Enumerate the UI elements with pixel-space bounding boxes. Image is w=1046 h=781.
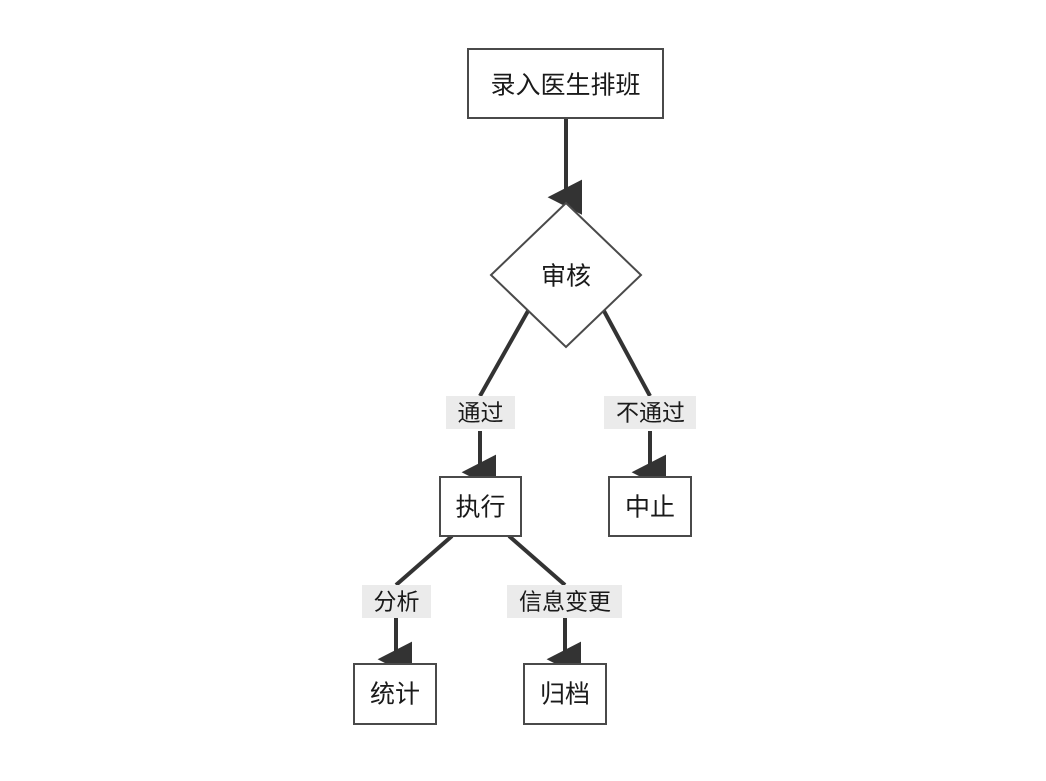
node-execute[interactable]: 执行: [439, 476, 522, 537]
node-box-statistics[interactable]: [353, 663, 437, 725]
edge-review-to-abort: 不通过: [602, 310, 696, 490]
edge-label-bg-info-change: [507, 585, 622, 618]
edge-line-review-abort-upper: [602, 310, 652, 397]
edge-line-execute-archive-upper: [507, 534, 567, 587]
node-diamond-review[interactable]: [489, 201, 643, 349]
node-box-abort[interactable]: [608, 476, 692, 537]
node-box-enter-doctor-schedule[interactable]: [467, 48, 664, 119]
node-label-review: 审核: [541, 262, 591, 291]
node-label-execute: 执行: [455, 493, 505, 522]
edge-execute-to-archive: 信息变更: [507, 534, 622, 677]
node-label-archive: 归档: [540, 680, 590, 709]
node-box-execute[interactable]: [439, 476, 522, 537]
node-label-abort: 中止: [625, 493, 675, 522]
edge-line-review-execute-upper: [478, 310, 530, 397]
edge-execute-to-statistics: 分析: [362, 534, 454, 677]
node-box-archive[interactable]: [523, 663, 607, 725]
node-statistics[interactable]: 统计: [353, 663, 437, 725]
edge-label-fail: 不通过: [616, 401, 685, 427]
node-archive[interactable]: 归档: [523, 663, 607, 725]
edge-label-bg-pass: [446, 396, 515, 429]
edge-label-bg-analysis: [362, 585, 431, 618]
node-label-statistics: 统计: [370, 680, 420, 709]
edge-label-info-change: 信息变更: [519, 590, 611, 616]
edge-review-to-execute: 通过: [446, 310, 530, 490]
node-abort[interactable]: 中止: [608, 476, 692, 537]
edge-label-pass: 通过: [458, 401, 504, 427]
node-review[interactable]: 审核: [489, 201, 643, 349]
edge-label-analysis: 分析: [374, 590, 420, 616]
node-label-enter-doctor-schedule: 录入医生排班: [490, 71, 640, 100]
node-enter-doctor-schedule[interactable]: 录入医生排班: [467, 48, 664, 119]
edge-line-execute-statistics-upper: [394, 534, 454, 587]
edge-label-bg-fail: [604, 396, 696, 429]
